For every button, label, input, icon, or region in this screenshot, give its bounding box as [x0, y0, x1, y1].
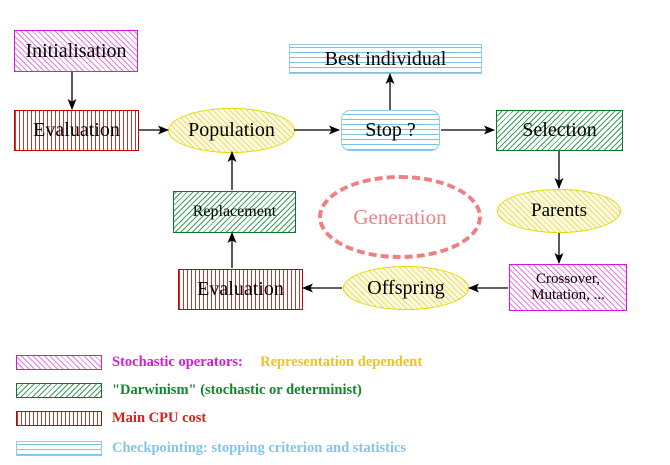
- legend-row-checkpointing: Checkpointing: stopping criterion and st…: [0, 436, 670, 460]
- legend-label-representation: Representation dependent: [260, 353, 423, 370]
- node-label: Offspring: [367, 276, 445, 299]
- node-replacement[interactable]: Replacement: [173, 191, 296, 233]
- node-selection[interactable]: Selection: [496, 110, 623, 151]
- node-label: Parents: [531, 200, 587, 222]
- legend-label-stochastic: Stochastic operators:: [112, 353, 243, 370]
- node-generation: Generation: [318, 175, 482, 259]
- node-parents[interactable]: Parents: [497, 189, 621, 233]
- node-population[interactable]: Population: [168, 108, 295, 153]
- node-offspring[interactable]: Offspring: [343, 266, 469, 310]
- node-label-line1: Crossover,: [536, 270, 600, 287]
- legend-row-darwinism: "Darwinism" (stochastic or determinist): [0, 378, 670, 402]
- legend-text-wrap: Stochastic operators: Representation dep…: [112, 354, 422, 371]
- legend-label-darwinism: "Darwinism" (stochastic or determinist): [112, 381, 362, 398]
- legend: Stochastic operators: Representation dep…: [0, 336, 670, 465]
- node-label: Evaluation: [197, 278, 284, 300]
- legend-swatch-red: [16, 410, 102, 426]
- node-stop[interactable]: Stop ?: [341, 110, 440, 151]
- node-label: Initialisation: [25, 39, 127, 62]
- node-operators[interactable]: Crossover, Mutation, ...: [509, 264, 627, 311]
- node-label: Replacement: [192, 202, 277, 220]
- node-initialisation[interactable]: Initialisation: [14, 30, 138, 72]
- node-evaluation-bottom[interactable]: Evaluation: [178, 269, 303, 310]
- node-label: Stop ?: [365, 119, 416, 141]
- node-label: Population: [188, 119, 275, 141]
- node-evaluation-top[interactable]: Evaluation: [14, 110, 139, 151]
- legend-label-cpu: Main CPU cost: [112, 409, 207, 426]
- legend-swatch-magenta: [16, 354, 102, 370]
- legend-swatch-green: [16, 382, 102, 398]
- node-label: Generation: [353, 204, 447, 229]
- legend-swatch-blue: [16, 440, 102, 456]
- legend-row-stochastic: Stochastic operators: Representation dep…: [0, 350, 670, 374]
- legend-row-cpu: Main CPU cost: [0, 406, 670, 430]
- node-label-line2: Mutation, ...: [531, 286, 605, 303]
- node-label: Selection: [522, 119, 597, 141]
- legend-label-checkpointing: Checkpointing: stopping criterion and st…: [112, 439, 407, 456]
- node-label: Evaluation: [33, 119, 120, 141]
- node-label: Best individual: [324, 47, 447, 70]
- node-best-individual[interactable]: Best individual: [289, 44, 482, 74]
